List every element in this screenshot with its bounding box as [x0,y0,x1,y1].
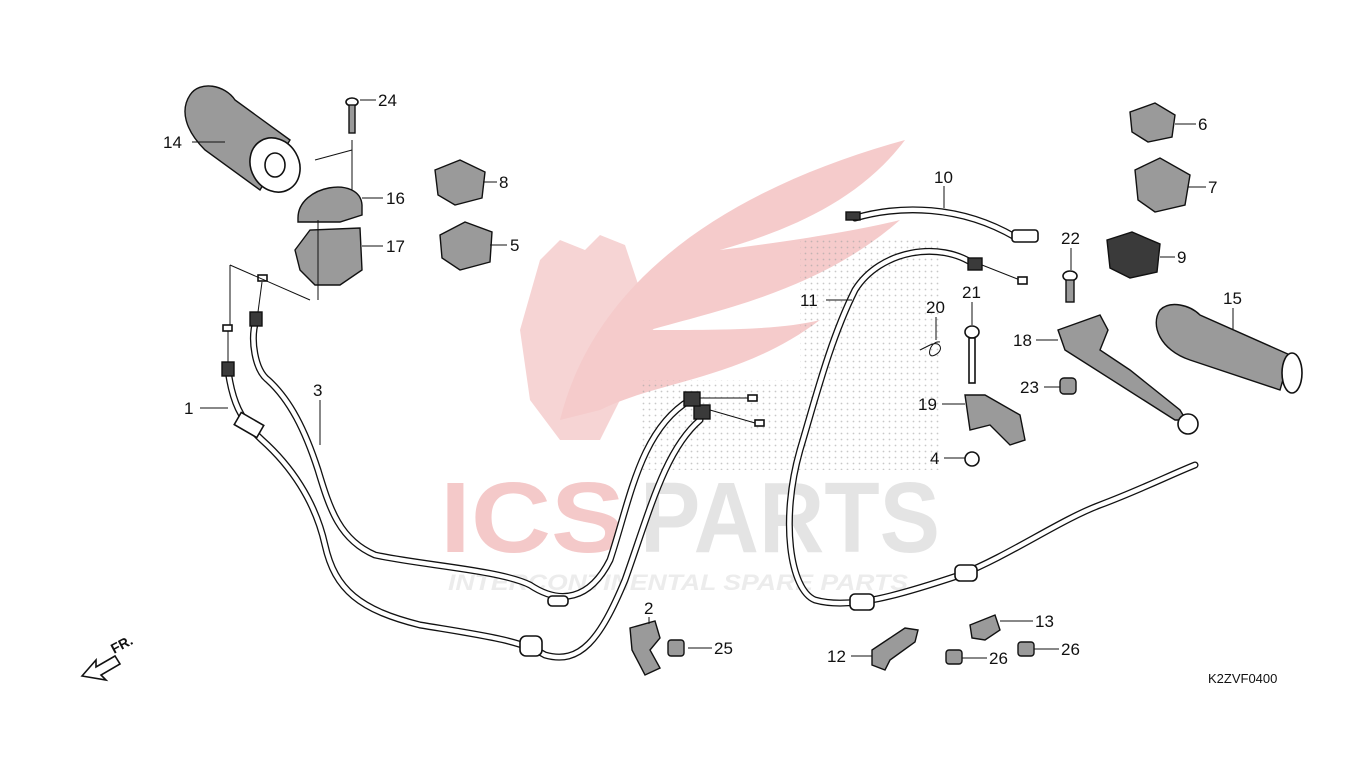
leader-lines [192,99,1234,659]
switch-wire-10 [845,206,1039,243]
front-arrow-icon [80,654,122,682]
callout-5: 5 [510,236,519,255]
callout-26b: 26 [1061,640,1080,659]
nut-23 [1059,377,1077,395]
spring-20 [919,341,941,357]
switch-8 [434,159,486,206]
switch-9 [1106,231,1161,279]
lever-18 [1057,314,1199,435]
switch-6 [1129,102,1176,143]
front-label: FR. [108,632,135,657]
callout-4: 4 [930,449,939,468]
watermark: ICS PARTS INTERCONTINENTAL SPARE PARTS [440,140,940,595]
callout-15: 15 [1223,289,1242,308]
right-grip-15 [1155,303,1303,394]
callout-23: 23 [1020,378,1039,397]
switch-5 [439,221,493,271]
bolt-26b [1017,641,1035,657]
throttle-cable-1 [221,324,765,661]
clip-4 [964,451,980,467]
callout-24: 24 [378,91,397,110]
bracket-19 [964,394,1026,446]
callout-2: 2 [644,599,653,618]
clamp-2 [629,620,661,676]
callout-22: 22 [1061,229,1080,248]
bolt-22 [1062,270,1078,303]
callout-13: 13 [1035,612,1054,631]
callout-14: 14 [163,133,182,152]
watermark-brand-left: ICS [440,462,625,574]
callout-3: 3 [313,381,322,400]
callout-17: 17 [386,237,405,256]
stay-12 [871,627,919,671]
throttle-cable-3 [249,274,758,607]
stay-13 [969,614,1001,641]
callouts: 24 14 16 8 17 5 1 3 2 25 10 11 20 21 22 … [163,91,1242,668]
holder-upper-16 [297,140,363,223]
watermark-wing-icon [560,140,905,420]
callout-26a: 26 [989,649,1008,668]
callout-12: 12 [827,647,846,666]
holder-lower-17 [229,220,363,325]
front-direction-indicator: FR. [80,632,135,682]
callout-1: 1 [184,399,193,418]
callout-7: 7 [1208,178,1217,197]
callout-11: 11 [800,291,818,310]
pin-21 [964,325,980,384]
switch-7 [1134,157,1191,213]
callout-10: 10 [934,168,953,187]
diagram-code: K2ZVF0400 [1208,671,1277,686]
bolt-26a [945,649,963,665]
callout-8: 8 [499,173,508,192]
left-grip-14 [184,85,301,193]
callout-16: 16 [386,189,405,208]
callout-6: 6 [1198,115,1207,134]
callout-9: 9 [1177,248,1186,267]
callout-25: 25 [714,639,733,658]
brake-cable-11 [785,247,1199,611]
bolt-25 [667,639,685,657]
callout-18: 18 [1013,331,1032,350]
callout-19: 19 [918,395,937,414]
callout-20: 20 [926,298,945,317]
callout-21: 21 [962,283,981,302]
screw-24 [345,97,359,134]
